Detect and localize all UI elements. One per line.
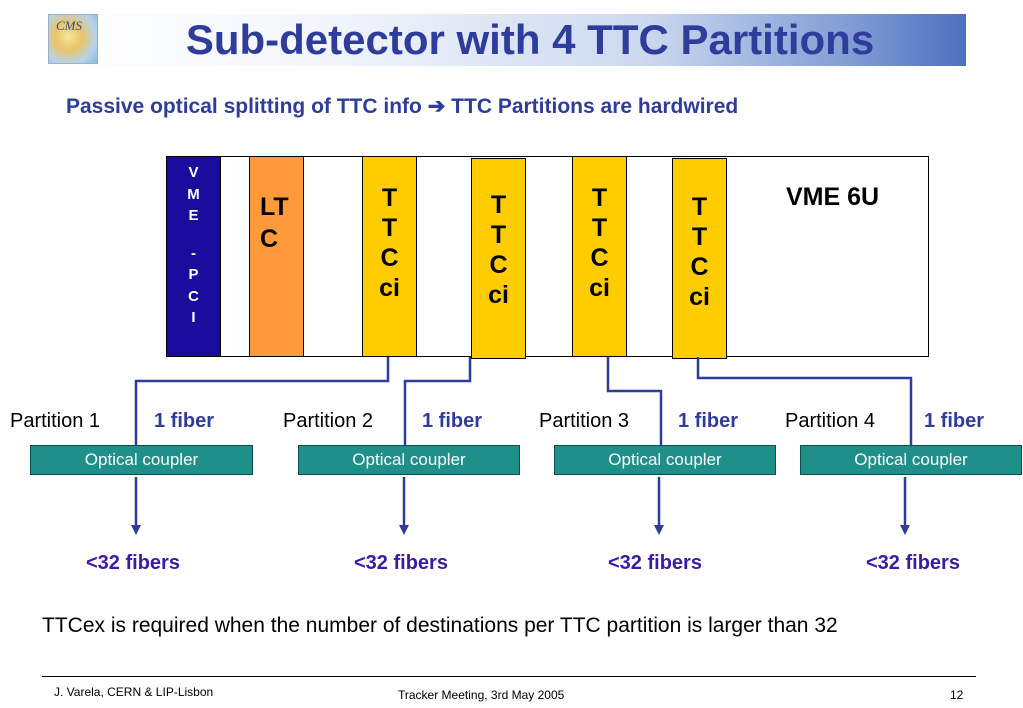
subtitle-left: Passive optical splitting of TTC info <box>66 95 422 118</box>
ttcci-line: C <box>380 244 399 272</box>
ttcci-line: T <box>490 221 507 249</box>
ttcci-line: T <box>691 223 708 251</box>
ttcci-line: T <box>490 191 507 219</box>
vme-card-line: I <box>191 309 196 326</box>
optical-coupler-1: Optical coupler <box>30 445 253 475</box>
footer-author: J. Varela, CERN & LIP-Lisbon <box>54 685 214 699</box>
fiber-line-1 <box>134 357 390 445</box>
partition-4-fiber: 1 fiber <box>924 410 985 432</box>
ttcex-note: TTCex is required when the number of des… <box>42 614 838 637</box>
partition-3-fiber: 1 fiber <box>678 410 739 432</box>
ttcci-line: T <box>591 214 608 242</box>
ltc-line: LT <box>260 193 289 221</box>
ttcci-line: C <box>489 251 508 279</box>
output-fibers-3: <32 fibers <box>608 552 702 574</box>
vme-card-line: M <box>187 185 200 203</box>
optical-coupler-2: Optical coupler <box>298 445 520 475</box>
partition-1-fiber: 1 fiber <box>154 410 215 432</box>
title-bar <box>40 14 966 66</box>
ttcci-line: T <box>691 193 708 221</box>
optical-coupler-4: Optical coupler <box>800 445 1022 475</box>
ttcci-label: T T C ci <box>472 159 525 310</box>
vme-card-line: P <box>188 266 199 283</box>
partition-1-label: Partition 1 <box>10 410 101 432</box>
vme-pci-card: V M E - P C I <box>166 156 221 357</box>
page-number: 12 <box>950 688 964 702</box>
ttcci-line: C <box>590 244 609 272</box>
vme-card-line: V <box>188 164 199 181</box>
right-arrow-icon: ➔ <box>427 95 446 118</box>
ttcci-label: T T C ci <box>673 159 726 312</box>
ttcci-label: T T C ci <box>573 157 626 303</box>
fiber-line-2 <box>403 357 472 445</box>
ttcci-line: ci <box>589 274 610 302</box>
ttcci-line: T <box>591 184 608 212</box>
ttcci-line: ci <box>488 281 509 309</box>
optical-coupler-3: Optical coupler <box>554 445 776 475</box>
partition-2-label: Partition 2 <box>283 410 374 432</box>
output-fibers-2: <32 fibers <box>354 552 448 574</box>
slide-title: Sub-detector with 4 TTC Partitions <box>185 16 875 63</box>
cms-logo <box>48 14 98 64</box>
vme-card-line: - <box>191 244 196 262</box>
ttcci-line: T <box>381 214 398 242</box>
ltc-card: LT C <box>249 156 304 357</box>
partition-3-label: Partition 3 <box>539 410 630 432</box>
ttcci-line: C <box>690 253 709 281</box>
ltc-line: C <box>260 225 279 253</box>
output-fibers-4: <32 fibers <box>866 552 960 574</box>
subtitle-right: TTC Partitions are hardwired <box>451 95 739 118</box>
vme-card-line: E <box>188 207 199 224</box>
ttcci-line: ci <box>689 283 710 311</box>
ttcci-line: ci <box>379 274 400 302</box>
partition-4-label: Partition 4 <box>785 410 876 432</box>
crate-label: VME 6U <box>786 183 880 211</box>
ttcci-card-4: T T C ci <box>672 158 727 359</box>
subtitle: Passive optical splitting of TTC info ➔ … <box>66 94 738 119</box>
ttcci-line: T <box>381 184 398 212</box>
vme-card-line: C <box>188 287 199 305</box>
ttcci-card-2: T T C ci <box>471 158 526 359</box>
footer-event: Tracker Meeting, 3rd May 2005 <box>398 688 565 702</box>
output-fibers-1: <32 fibers <box>86 552 180 574</box>
cms-logo-text: CMS <box>56 18 82 33</box>
fiber-line-3 <box>606 357 663 445</box>
footer-divider <box>42 676 976 677</box>
partition-2-fiber: 1 fiber <box>422 410 483 432</box>
ttcci-label: T T C ci <box>363 157 416 303</box>
ltc-label: LT C <box>250 157 303 255</box>
ttcci-card-3: T T C ci <box>572 156 627 357</box>
ttcci-card-1: T T C ci <box>362 156 417 357</box>
fiber-line-4 <box>696 357 913 445</box>
